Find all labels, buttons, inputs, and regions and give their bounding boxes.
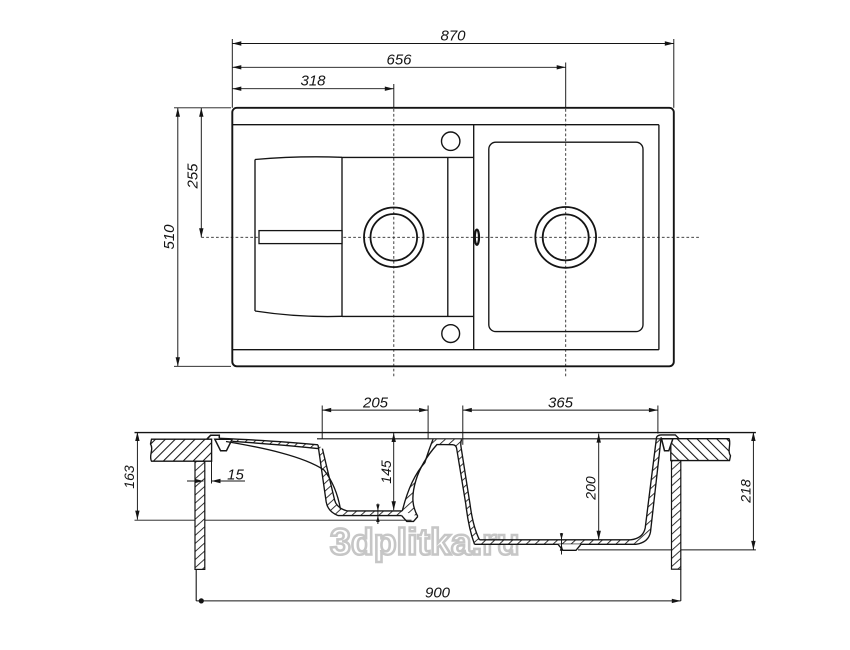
- svg-text:163: 163: [121, 465, 137, 489]
- svg-text:218: 218: [738, 479, 754, 504]
- svg-text:870: 870: [440, 28, 466, 45]
- svg-text:255: 255: [185, 163, 202, 190]
- svg-text:318: 318: [300, 73, 326, 90]
- svg-text:656: 656: [386, 51, 412, 68]
- svg-text:200: 200: [583, 476, 599, 501]
- svg-text:510: 510: [161, 224, 178, 250]
- svg-text:900: 900: [425, 585, 451, 602]
- svg-text:365: 365: [548, 394, 574, 411]
- svg-text:145: 145: [378, 460, 394, 484]
- svg-text:205: 205: [362, 394, 389, 411]
- svg-text:15: 15: [227, 467, 244, 484]
